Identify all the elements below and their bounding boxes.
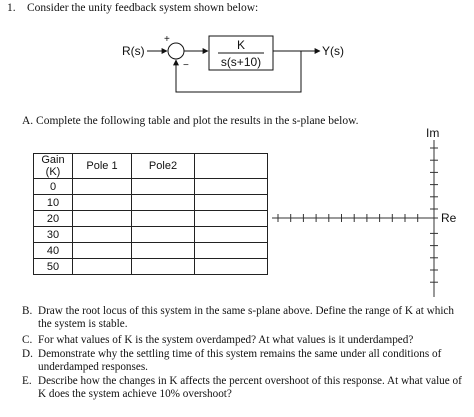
question-e-label: E.: [22, 375, 32, 387]
tf-denominator: s(s+10): [221, 55, 261, 69]
tf-numerator: K: [237, 38, 245, 52]
minus-sign: −: [183, 60, 189, 71]
question-c-label: C.: [22, 334, 33, 346]
question-prompt: Consider the unity feedback system shown…: [27, 2, 259, 14]
s-plane: Im Re: [272, 126, 457, 297]
feedback-path: [173, 51, 302, 93]
re-axis-label: Re: [441, 211, 457, 225]
table-row: 50: [33, 258, 268, 275]
header-gain: Gain (K): [33, 153, 73, 179]
table-row: 20: [33, 210, 268, 227]
question-d-label: D.: [22, 348, 33, 360]
table-row: 0: [33, 178, 268, 195]
question-d-text: Demonstrate why the settling time of thi…: [38, 348, 442, 373]
part-a-instruction: A. Complete the following table and plot…: [22, 115, 359, 127]
question-number: 1.: [7, 2, 16, 14]
gain-cell: 10: [33, 194, 73, 211]
input-label: R(s): [122, 44, 145, 58]
question-b-label: B.: [22, 305, 33, 317]
plus-sign: +: [164, 34, 170, 45]
extra-cell[interactable]: [194, 258, 268, 275]
im-axis-label: Im: [426, 126, 439, 140]
block-diagram: R(s) + − K s(s+10) Y(s): [122, 34, 344, 93]
table-row: 30: [33, 226, 268, 243]
gain-pole-table: Gain (K) Pole 1 Pole2 0 10 20 30 40 50: [33, 153, 268, 275]
question-c-text: For what values of K is the system overd…: [38, 334, 414, 346]
output-label: Y(s): [322, 44, 344, 58]
question-b-text: Draw the root locus of this system in th…: [38, 305, 454, 330]
axis-ticks: [277, 147, 438, 283]
question-e-text: Describe how the changes in K affects th…: [38, 375, 462, 400]
